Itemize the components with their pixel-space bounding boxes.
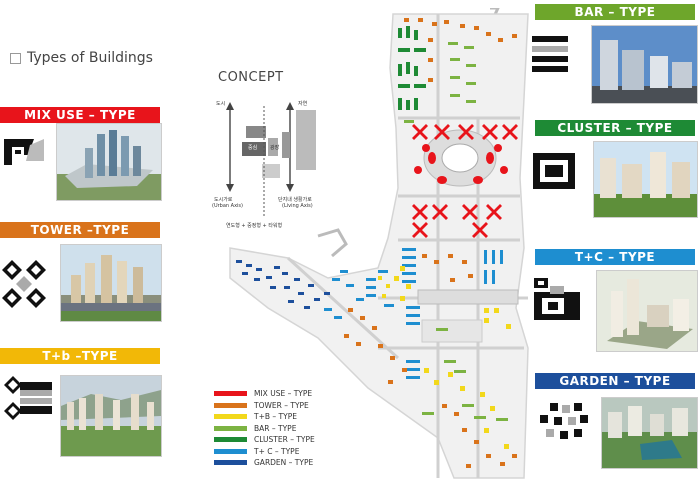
legend-item-t-plus-c: T+ C – TYPE — [214, 446, 315, 458]
t-plus-b-banner: T+b –TYPE — [0, 348, 160, 364]
t-plus-b-photo — [60, 375, 162, 457]
bar-stripes-icon — [532, 36, 568, 76]
legend-swatch — [214, 437, 247, 443]
cluster-square-icon — [533, 153, 575, 193]
t-plus-b-label: T+b –TYPE — [42, 349, 118, 363]
bar-label: BAR – TYPE — [574, 5, 656, 19]
t-plus-c-photo — [596, 270, 698, 352]
concept-right-label-2: (Living Axis) — [282, 203, 313, 209]
t-plus-c-icon — [534, 278, 580, 324]
concept-bottom-row: 연도형 + 중정형 + 타워형 — [226, 223, 283, 229]
legend-swatch — [214, 448, 247, 454]
garden-pixels-icon — [540, 403, 588, 447]
legend-item-cluster: CLUSTER – TYPE — [214, 434, 315, 446]
legend-swatch — [214, 391, 247, 397]
garden-label: GARDEN – TYPE — [559, 374, 671, 388]
t-plus-c-label: T+C – TYPE — [574, 250, 656, 264]
legend-label: MIX USE – TYPE — [254, 389, 313, 399]
legend-item-tower: TOWER – TYPE — [214, 400, 315, 412]
types-of-buildings-heading: Types of Buildings — [10, 50, 153, 66]
tower-photo — [60, 244, 162, 322]
legend-item-mix-use: MIX USE – TYPE — [214, 388, 315, 400]
garden-photo — [601, 397, 698, 469]
concept-center-label-2: 광장 — [270, 145, 280, 151]
legend-label: T+B – TYPE — [254, 412, 297, 422]
legend-item-bar: BAR – TYPE — [214, 423, 315, 435]
concept-title: CONCEPT — [218, 70, 284, 85]
types-title-text: Types of Buildings — [27, 50, 153, 66]
legend-label: T+ C – TYPE — [254, 446, 300, 456]
mix-use-block-icon — [4, 135, 44, 175]
legend: MIX USE – TYPE TOWER – TYPE T+B – TYPE B… — [214, 388, 315, 469]
legend-item-garden: GARDEN – TYPE — [214, 457, 315, 469]
tower-label: TOWER –TYPE — [30, 223, 130, 237]
legend-label: BAR – TYPE — [254, 423, 297, 433]
tower-diamonds-icon — [0, 260, 48, 312]
legend-swatch — [214, 402, 247, 408]
legend-label: CLUSTER – TYPE — [254, 435, 315, 445]
concept-left-top: 도시 — [216, 101, 226, 107]
bar-banner: BAR – TYPE — [535, 4, 695, 20]
cluster-photo — [593, 141, 698, 218]
mix-use-label: MIX USE – TYPE — [24, 108, 136, 122]
garden-banner: GARDEN – TYPE — [535, 373, 695, 389]
cluster-label: CLUSTER – TYPE — [557, 121, 673, 135]
mix-use-photo — [56, 123, 162, 201]
legend-swatch — [214, 414, 247, 420]
concept-left-label-1: 도시가로 — [214, 197, 233, 203]
legend-label: GARDEN – TYPE — [254, 458, 314, 468]
t-plus-c-banner: T+C – TYPE — [535, 249, 695, 265]
concept-left-label-2: (Urban Axis) — [212, 203, 243, 209]
site-plan-map — [228, 6, 536, 488]
concept-right-top: 자연 — [298, 101, 308, 107]
concept-right-label-1: 단지내 생활가로 — [278, 197, 312, 203]
tower-banner: TOWER –TYPE — [0, 222, 160, 238]
legend-swatch — [214, 425, 247, 431]
legend-label: TOWER – TYPE — [254, 400, 309, 410]
t-plus-b-icon — [4, 376, 54, 426]
legend-swatch — [214, 460, 247, 466]
bar-photo — [591, 25, 698, 104]
checkbox-icon — [10, 52, 21, 64]
mix-use-banner: MIX USE – TYPE — [0, 107, 160, 123]
legend-item-t-plus-b: T+B – TYPE — [214, 411, 315, 423]
cluster-banner: CLUSTER – TYPE — [535, 120, 695, 136]
concept-center-label-1: 중심 — [248, 145, 258, 151]
concept-diagram: 도시 자연 중심 광장 도시가로 (Urban Axis) 단지내 생활가로 (… — [206, 96, 322, 236]
